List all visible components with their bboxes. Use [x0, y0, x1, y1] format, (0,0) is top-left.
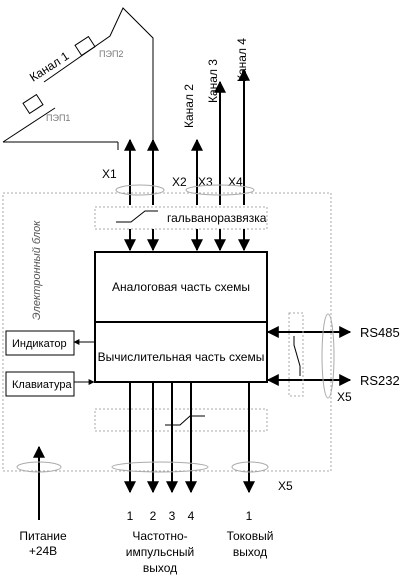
pulse-number-1: 1 — [127, 509, 134, 523]
x3-label: X3 — [198, 175, 213, 189]
keyboard-box — [5, 371, 75, 397]
x2-label: X2 — [172, 175, 187, 189]
electronic-unit-label: Электронный блок — [31, 220, 43, 320]
current-output-line2: выход — [233, 545, 267, 559]
pulse-output-line2: импульсный — [126, 545, 194, 559]
current-number: 1 — [246, 509, 253, 523]
galvanic-isolation-label: гальваноразвязка — [167, 211, 267, 225]
rs485-label: RS485 — [360, 325, 400, 340]
power-label-line1: Питание — [19, 529, 67, 543]
computing-part-label: Вычислительная часть схемы — [98, 350, 265, 364]
galvanic-isolation-top — [94, 206, 268, 230]
pep2-label: ПЭП2 — [99, 49, 123, 59]
x5-bottom-label: X5 — [278, 479, 293, 493]
x4-label: X4 — [228, 175, 243, 189]
pep1-label: ПЭП1 — [46, 113, 70, 123]
channel4-label: Канал 4 — [235, 38, 249, 82]
current-connector — [231, 461, 269, 473]
channel3-label: Канал 3 — [206, 59, 220, 103]
pep1-transducer — [22, 93, 44, 115]
channel1-label: Канал 1 — [27, 49, 72, 85]
main-block — [94, 251, 268, 383]
pulse-number-2: 2 — [150, 509, 157, 523]
current-output-line1: Токовый — [227, 529, 274, 543]
pulse-number-3: 3 — [169, 509, 176, 523]
keyboard-label: Клавиатура — [12, 379, 72, 391]
indicator-label: Индикатор — [12, 338, 67, 350]
x5-right-connector — [321, 313, 335, 399]
electronic-unit-boundary — [2, 192, 332, 472]
galvanic-isolation-bottom — [94, 408, 268, 432]
pep2-transducer — [74, 35, 96, 57]
power-connector — [16, 461, 62, 473]
rs232-label: RS232 — [360, 373, 400, 388]
x2-x4-connector — [185, 184, 255, 196]
x1-label: X1 — [102, 167, 117, 181]
x5-right-label: X5 — [337, 390, 352, 404]
power-label-line2: +24В — [29, 544, 57, 558]
channel2-label: Канал 2 — [182, 84, 196, 128]
x1-connector — [115, 184, 165, 196]
sensor-wiring — [2, 7, 154, 150]
analog-part-label: Аналоговая часть схемы — [112, 280, 250, 294]
pulse-number-4: 4 — [188, 509, 195, 523]
pulse-output-line1: Частотно- — [132, 529, 187, 543]
pulse-connector — [111, 461, 209, 473]
pulse-output-line3: выход — [143, 561, 177, 575]
galvanic-isolation-right — [288, 312, 304, 397]
